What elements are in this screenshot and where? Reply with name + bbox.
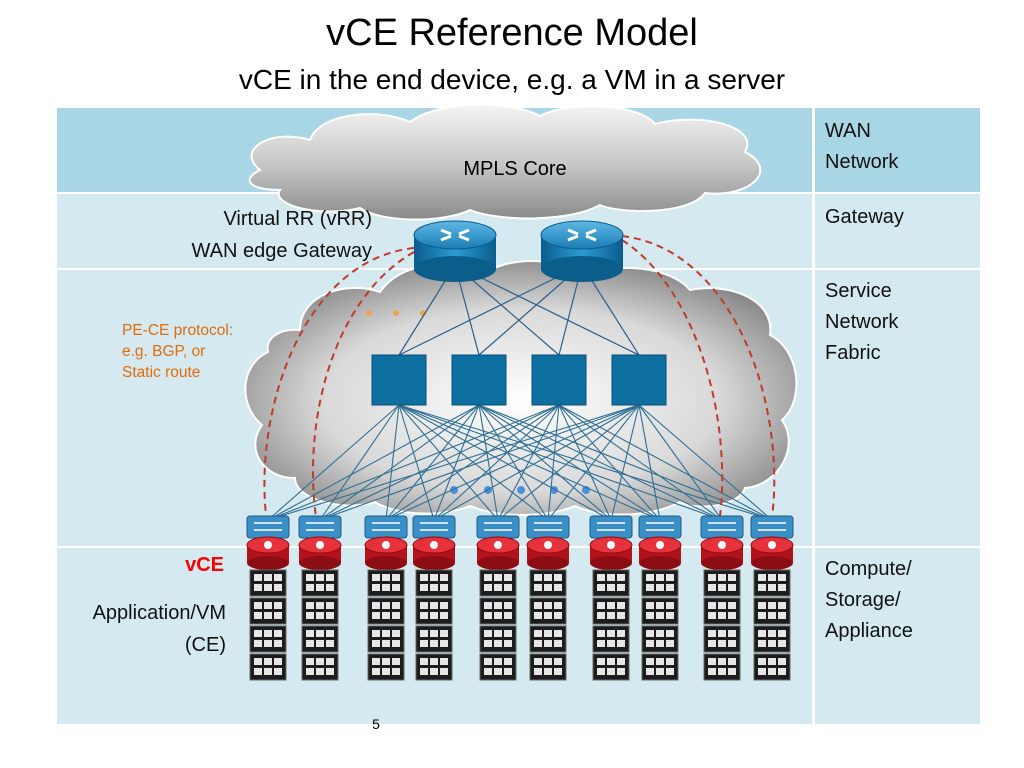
- spine-leaf-link: [385, 404, 560, 521]
- spine-leaf-link: [267, 404, 640, 521]
- application-vm-label: Application/VM: [92, 602, 226, 624]
- spine-leaf-link: [638, 404, 773, 521]
- pe-ce-sessions: [263, 235, 776, 531]
- gateway-label-cell: [815, 194, 980, 268]
- spine-leaf-link: [319, 404, 560, 521]
- spine-switch-icon: [371, 354, 427, 406]
- server-stack-icon: [364, 515, 408, 681]
- router-icon: [540, 220, 624, 282]
- server-stack-icon: [412, 515, 456, 681]
- spine-leaf-link: [433, 404, 640, 521]
- spine-leaf-link: [319, 404, 400, 521]
- spine-leaf-link: [385, 404, 640, 521]
- spine-leaf-link: [319, 404, 480, 521]
- wan-label-cell: [815, 108, 980, 192]
- server-stack-icon: [638, 515, 682, 681]
- wan-edge-gateway-label: WAN edge Gateway: [191, 240, 372, 262]
- spine-leaf-link: [385, 404, 400, 521]
- spine-leaf-link: [478, 404, 612, 521]
- server-stack-icon: [589, 515, 633, 681]
- spine-leaf-link: [267, 404, 560, 521]
- spine-leaf-link: [398, 404, 612, 521]
- spine-leaf-link: [638, 404, 661, 521]
- spine-leaf-link: [267, 404, 480, 521]
- spine-leaf-link: [385, 404, 480, 521]
- router-spine-link: [398, 264, 583, 356]
- server-stack-icon: [476, 515, 520, 681]
- row-label-service-network-fabric: Service Network Fabric: [825, 280, 899, 364]
- spine-leaf-link: [478, 404, 499, 521]
- spine-leaf-link: [558, 404, 773, 521]
- mpls-core-label: MPLS Core: [463, 158, 567, 180]
- slide-subtitle: vCE in the end device, e.g. a VM in a se…: [238, 64, 786, 95]
- page-number: 5: [372, 716, 380, 732]
- spine-leaf-link: [638, 404, 723, 521]
- spine-leaf-link: [433, 404, 480, 521]
- spine-leaf-link: [497, 404, 640, 521]
- ce-label: (CE): [184, 634, 226, 656]
- server-racks: [246, 515, 794, 681]
- server-stack-icon: [246, 515, 290, 681]
- spine-leaf-link: [398, 404, 661, 521]
- service-fabric-cloud: [244, 260, 798, 516]
- router-spine-link: [454, 264, 640, 356]
- spine-switch-icon: [451, 354, 507, 406]
- spine-leaf-link: [267, 404, 400, 521]
- fabric-label-cell: [815, 270, 980, 546]
- mpls-core-cloud: [248, 103, 762, 221]
- spine-leaf-link: [433, 404, 560, 521]
- server-stack-icon: [298, 515, 342, 681]
- spine-switch-icon: [611, 354, 667, 406]
- row-label-gateway: Gateway: [825, 206, 904, 228]
- gateway-routers: [413, 220, 624, 282]
- server-stack-icon: [700, 515, 744, 681]
- router-icon: [413, 220, 497, 282]
- spine-switch-icon: [531, 354, 587, 406]
- fabric-links: [267, 264, 773, 521]
- slide-title: vCE Reference Model: [326, 12, 698, 54]
- row-label-compute-storage-appliance: Compute/ Storage/ Appliance: [825, 558, 913, 642]
- spine-leaf-link: [610, 404, 640, 521]
- spine-leaf-link: [398, 404, 499, 521]
- pe-ce-protocol-label: PE-CE protocol: e.g. BGP, or Static rout…: [122, 322, 234, 381]
- spine-leaf-link: [547, 404, 640, 521]
- server-stack-icon: [750, 515, 794, 681]
- spine-leaf-link: [497, 404, 560, 521]
- virtual-rr-label: Virtual RR (vRR): [223, 208, 372, 230]
- vce-label: vCE: [185, 554, 224, 576]
- spine-leaf-link: [319, 404, 640, 521]
- server-stack-icon: [526, 515, 570, 681]
- spine-leaf-link: [398, 404, 549, 521]
- spine-leaf-link: [547, 404, 560, 521]
- compute-label-cell: [815, 548, 980, 724]
- row-label-wan-network: WAN Network: [825, 120, 899, 173]
- spine-leaf-link: [558, 404, 612, 521]
- spine-switches: [371, 354, 667, 406]
